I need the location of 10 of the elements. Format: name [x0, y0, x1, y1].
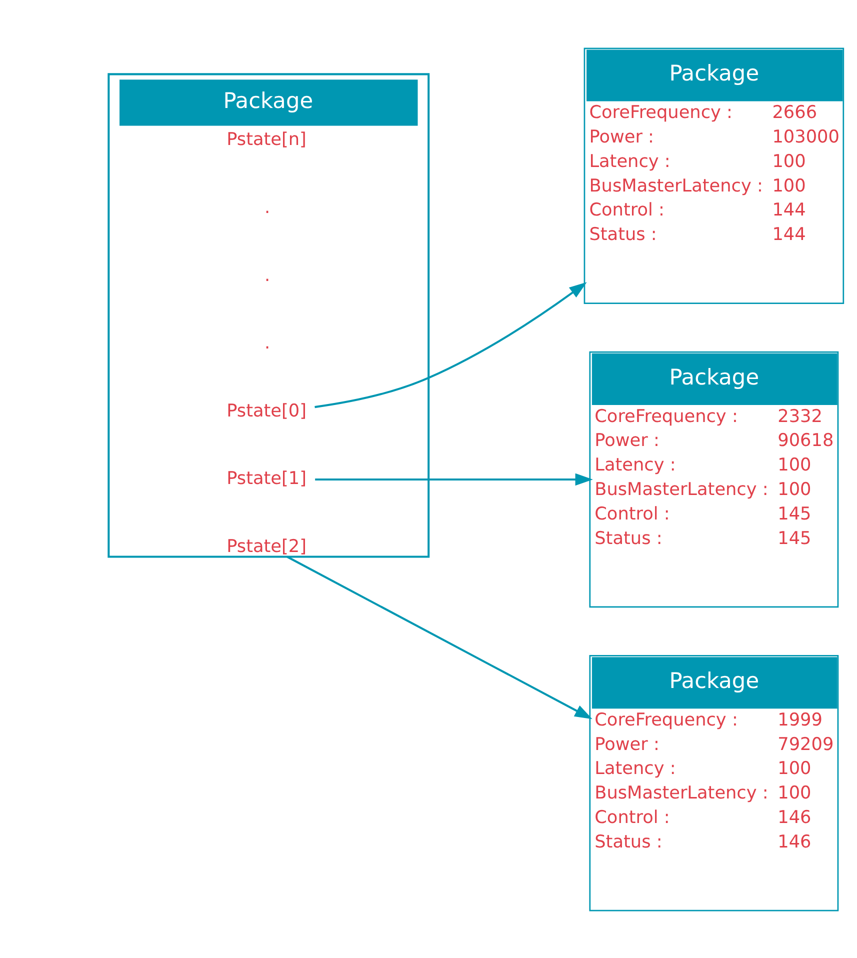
node-text: .	[264, 265, 270, 286]
node-text: Pstate[n]	[226, 130, 306, 150]
node-text: Pstate[1]	[226, 468, 306, 489]
arrow	[314, 282, 587, 408]
arrow	[286, 555, 592, 719]
node-text: .	[264, 333, 270, 354]
arrow	[315, 472, 593, 486]
node-text: .	[264, 197, 270, 218]
node-text: Pstate[0]	[226, 400, 306, 421]
node-text: Pstate[2]	[226, 536, 306, 556]
